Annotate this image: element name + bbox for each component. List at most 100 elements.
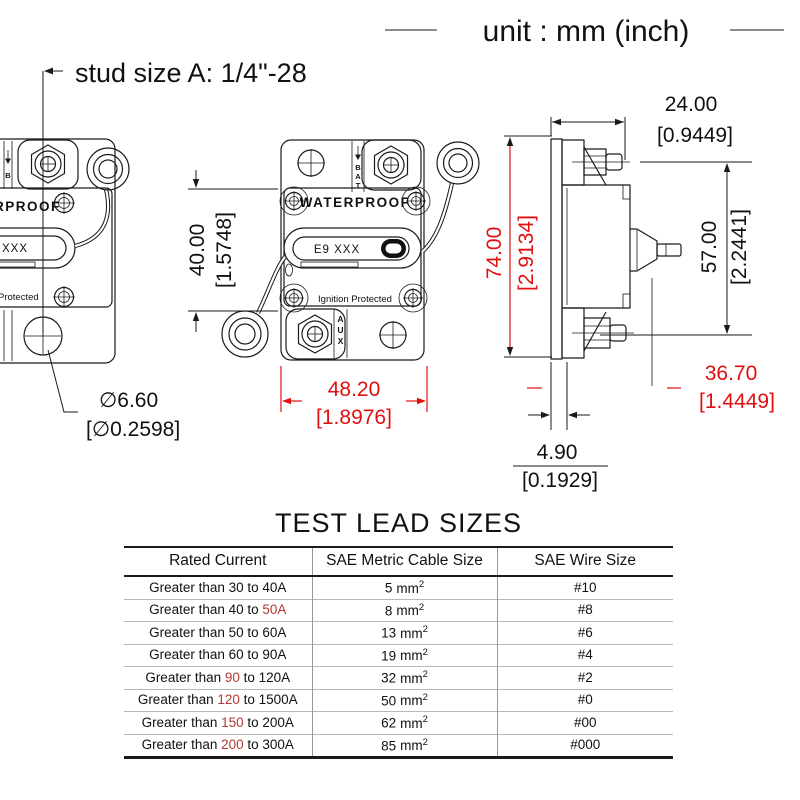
dimension-bracket-thickness: 4.90 [0.1929] [513, 362, 608, 492]
dim-front-height-mm: 40.00 [186, 224, 209, 277]
screw-icon [53, 192, 75, 214]
dim-front-height-inch: [1.5748] [213, 212, 236, 288]
dimension-body-height: 57.00 [2.2441] [600, 161, 752, 336]
stud-note: stud size A: 1/4"-28 [42, 58, 307, 336]
dim-front-width-inch: [1.8976] [316, 406, 392, 429]
screw-icon [279, 283, 309, 313]
cell-wire-size: #0 [496, 688, 673, 712]
partial-waterproof-label: RPROOF [0, 199, 61, 214]
model-label: E9 XXX [314, 244, 360, 256]
dim-body-height-mm: 57.00 [698, 221, 721, 274]
waterproof-label: WATERPROOF [300, 195, 411, 210]
bat-letter: B [5, 171, 11, 180]
screw-icon [279, 186, 309, 216]
screw-icon [53, 286, 75, 308]
dim-body-height-inch: [2.2441] [728, 209, 751, 285]
dim-mount-hole-inch: [∅0.2598] [86, 418, 180, 441]
bat-letter: A [355, 172, 361, 181]
cell-rated-current: Greater than 30 to 40A [149, 579, 287, 595]
dimension-body-depth: 24.00 [0.9449] [550, 93, 733, 160]
dimension-front-width: 48.20 [1.8976] [280, 366, 428, 429]
rubber-cap [436, 141, 480, 185]
cell-wire-size: #4 [496, 643, 673, 667]
table-title: TEST LEAD SIZES [274, 508, 523, 538]
cell-rated-current: Greater than 90 to 120A [124, 666, 312, 689]
cell-wire-size: #00 [496, 711, 673, 734]
dim-total-depth-inch: [1.4449] [699, 390, 775, 413]
aux-letter: U [337, 325, 343, 335]
rubber-cap [86, 147, 130, 191]
cell-wire-size: #10 [496, 576, 673, 599]
cell-wire-size: #2 [496, 666, 673, 689]
hex-nut [297, 314, 333, 354]
cell-rated-current: Greater than 120 to 1500A [124, 688, 312, 712]
test-lead-sizes-section: TEST LEAD SIZES Rated Current SAE Metric… [124, 508, 673, 759]
dim-bracket-thickness-inch: [0.1929] [522, 469, 598, 492]
dimension-front-height: 40.00 [1.5748] [186, 170, 278, 332]
screw-icon [401, 186, 431, 216]
dim-body-depth-inch: [0.9449] [657, 124, 733, 147]
cell-wire-size: #8 [496, 598, 673, 622]
table-header-row: Rated Current SAE Metric Cable Size SAE … [124, 547, 673, 577]
cell-wire-size: #6 [496, 621, 673, 644]
cell-rated-current: Greater than 40 to 50A [124, 598, 312, 622]
front-view: B A T WATERPROOF E9 [221, 139, 480, 361]
test-lead-table: Rated Current SAE Metric Cable Size SAE … [124, 546, 673, 759]
trip-button [630, 228, 658, 272]
unit-label: unit : mm (inch) [483, 15, 690, 48]
partial-ignition-label: Protected [0, 292, 39, 303]
down-arrow-icon [355, 154, 361, 160]
dim-bracket-thickness-mm: 4.90 [537, 441, 578, 464]
aux-letter: X [338, 336, 344, 346]
engineering-drawing: unit : mm (inch) stud size A: 1/4"-28 B [0, 15, 784, 492]
left-view: B RPROOF XXX Protected [0, 138, 180, 441]
bat-letter: T [356, 181, 361, 190]
dim-side-height-inch: [2.9134] [515, 215, 538, 291]
mounting-hole [23, 316, 63, 356]
dim-total-depth-mm: 36.70 [705, 362, 758, 385]
dim-mount-hole-mm: ∅6.60 [99, 389, 158, 412]
dimension-side-height: 74.00 [2.9134] [483, 135, 552, 358]
dimension-total-depth: 36.70 [1.4449] [527, 362, 775, 413]
dim-body-depth-mm: 24.00 [665, 93, 718, 116]
cell-rated-current: Greater than 200 to 300A [124, 733, 312, 758]
col-header-rated-current: Rated Current [124, 547, 312, 577]
stud-size-label: stud size A: 1/4"-28 [75, 58, 307, 88]
hex-nut [30, 144, 66, 184]
unit-heading: unit : mm (inch) [385, 15, 784, 48]
dim-front-width-mm: 48.20 [328, 378, 381, 401]
cell-rated-current: Greater than 150 to 200A [124, 711, 312, 734]
cell-rated-current: Greater than 60 to 90A [124, 643, 312, 667]
side-view [550, 138, 682, 386]
cell-rated-current: Greater than 50 to 60A [124, 621, 312, 644]
ignition-label: Ignition Protected [318, 294, 392, 305]
aux-letter: A [337, 314, 343, 324]
dim-side-height-mm: 74.00 [483, 227, 506, 280]
down-arrow-icon [5, 158, 11, 164]
col-header-wire-size: SAE Wire Size [496, 547, 673, 577]
screw-icon [398, 283, 428, 313]
hex-nut [373, 145, 409, 185]
cell-wire-size: #000 [496, 733, 673, 758]
leader-arrow-icon [44, 67, 53, 75]
bat-letter: B [355, 163, 361, 172]
rubber-cap [221, 310, 269, 358]
col-header-cable-size: SAE Metric Cable Size [311, 547, 497, 577]
partial-model-label: XXX [2, 243, 28, 255]
